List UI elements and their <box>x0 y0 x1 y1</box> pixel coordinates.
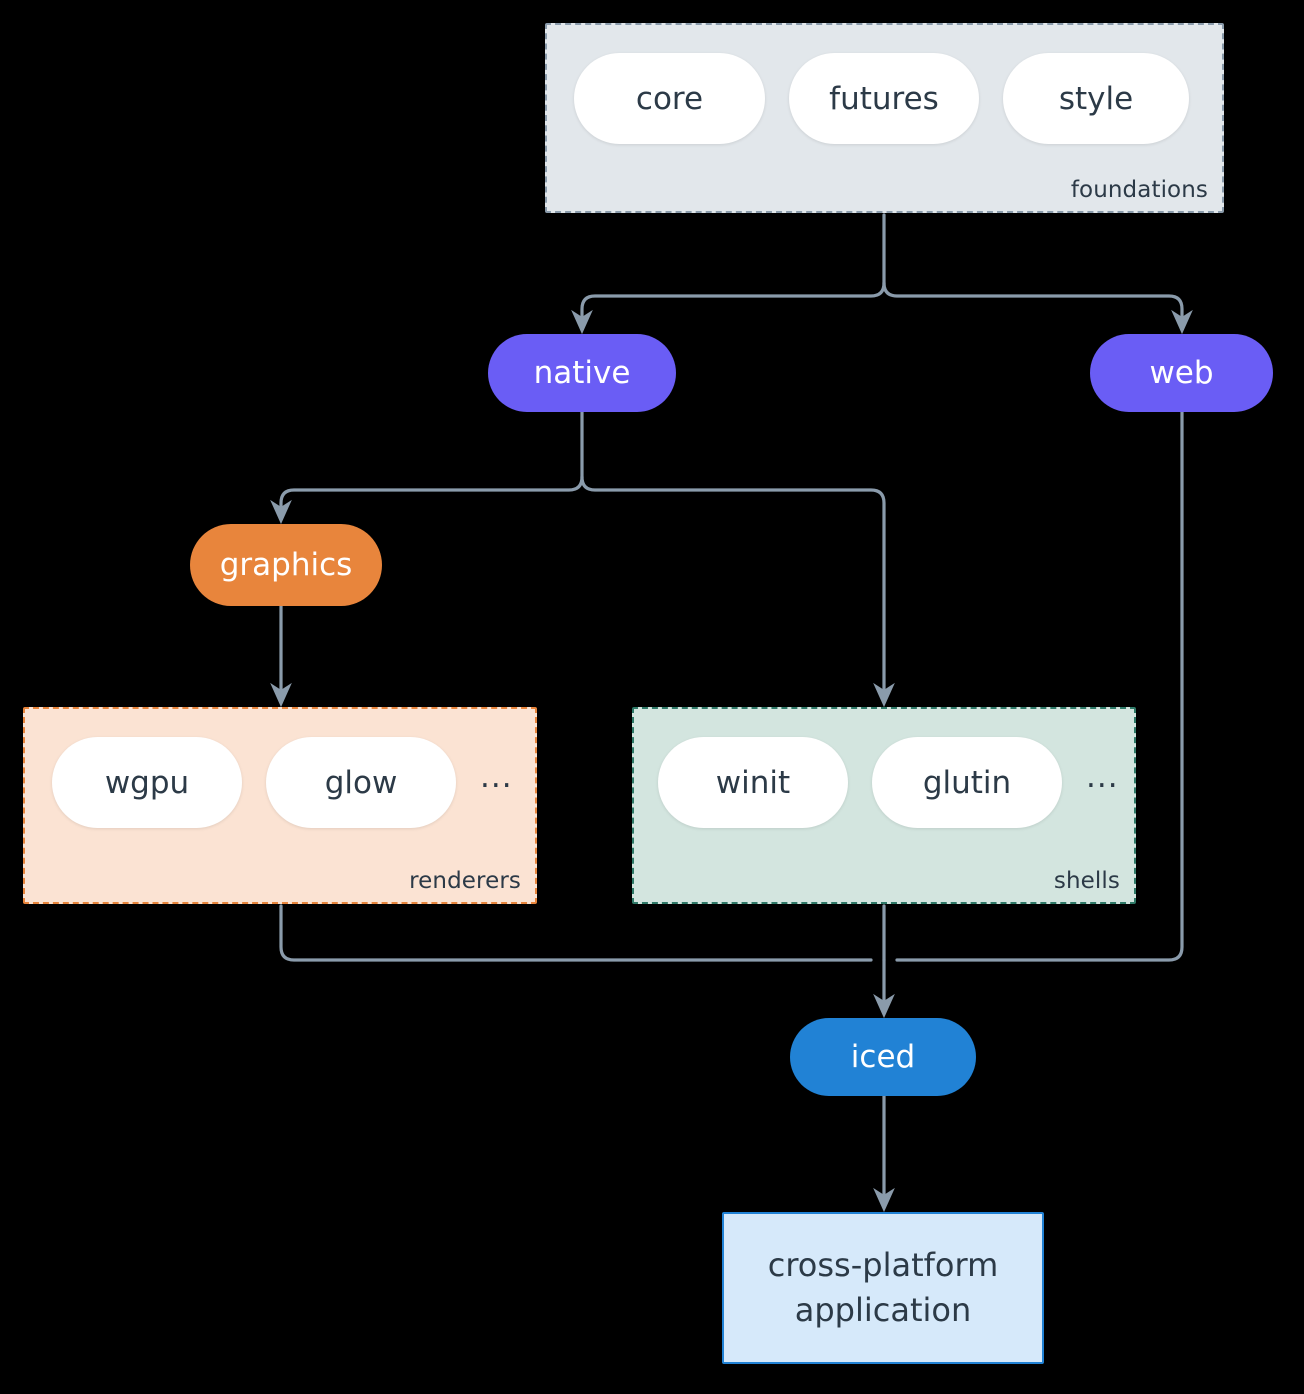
node-native[interactable]: native <box>488 334 676 412</box>
pill-glutin[interactable]: glutin <box>872 737 1062 828</box>
group-renderers: wgpu glow ... renderers <box>23 707 537 904</box>
group-foundations: core futures style foundations <box>545 23 1224 213</box>
node-native-label: native <box>533 355 631 391</box>
pill-futures-label: futures <box>829 80 939 117</box>
node-iced-label: iced <box>850 1039 916 1075</box>
pill-style[interactable]: style <box>1003 53 1189 144</box>
node-graphics[interactable]: graphics <box>190 524 382 606</box>
pill-futures[interactable]: futures <box>789 53 979 144</box>
pill-core-label: core <box>635 80 704 117</box>
node-app-label-line2: application <box>794 1291 972 1329</box>
edge-native-to-graphics <box>270 475 584 525</box>
node-web-label: web <box>1149 355 1214 391</box>
pill-winit[interactable]: winit <box>658 737 848 828</box>
group-label-shells: shells <box>1053 868 1120 894</box>
foundations-items: core futures style <box>547 53 1249 144</box>
group-shells: winit glutin ... shells <box>632 707 1136 904</box>
node-web[interactable]: web <box>1090 334 1273 412</box>
node-app-label-line1: cross-platform <box>767 1245 999 1284</box>
node-cross-platform-application[interactable]: cross-platform application <box>722 1212 1044 1364</box>
renderers-ellipsis: ... <box>480 759 513 795</box>
group-label-foundations: foundations <box>1070 177 1208 203</box>
pill-glow[interactable]: glow <box>266 737 456 828</box>
shells-items: winit glutin ... <box>634 737 1158 828</box>
node-iced[interactable]: iced <box>790 1018 976 1096</box>
pill-wgpu-label: wgpu <box>104 764 190 801</box>
group-label-renderers: renderers <box>409 868 521 894</box>
pill-glutin-label: glutin <box>922 764 1012 801</box>
shells-ellipsis: ... <box>1086 759 1119 795</box>
pill-style-label: style <box>1058 80 1134 117</box>
edge-foundations-to-native <box>571 281 886 335</box>
renderers-items: wgpu glow ... <box>25 737 562 828</box>
pill-wgpu[interactable]: wgpu <box>52 737 242 828</box>
pill-core[interactable]: core <box>574 53 765 144</box>
pill-glow-label: glow <box>324 764 398 801</box>
pill-winit-label: winit <box>715 764 791 801</box>
edge-native-to-shells <box>580 475 895 708</box>
edge-foundations-to-web <box>882 281 1193 335</box>
edge-renderers-to-iced <box>279 904 873 962</box>
node-graphics-label: graphics <box>219 547 353 583</box>
